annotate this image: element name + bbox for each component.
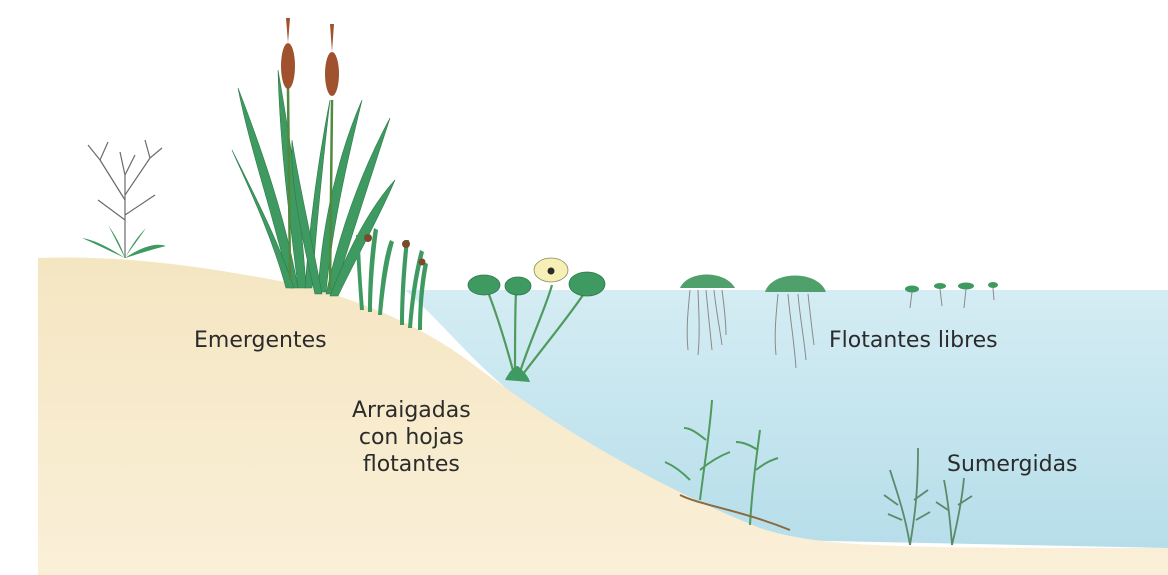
small-flowering-plant [88,140,162,258]
label-arraigadas-line2: con hojas [352,424,471,451]
label-emergentes: Emergentes [194,327,327,354]
label-arraigadas-line3: flotantes [352,451,471,478]
label-sumergidas: Sumergidas [947,451,1078,478]
label-flotantes-libres: Flotantes libres [829,327,998,354]
label-arraigadas-con-hojas-flotantes: Arraigadas con hojas flotantes [352,397,471,478]
small-plant-leaves [82,225,166,258]
cattail-spikes [281,18,339,96]
label-arraigadas-line1: Arraigadas [352,397,471,424]
water-lily-flower [534,258,568,282]
